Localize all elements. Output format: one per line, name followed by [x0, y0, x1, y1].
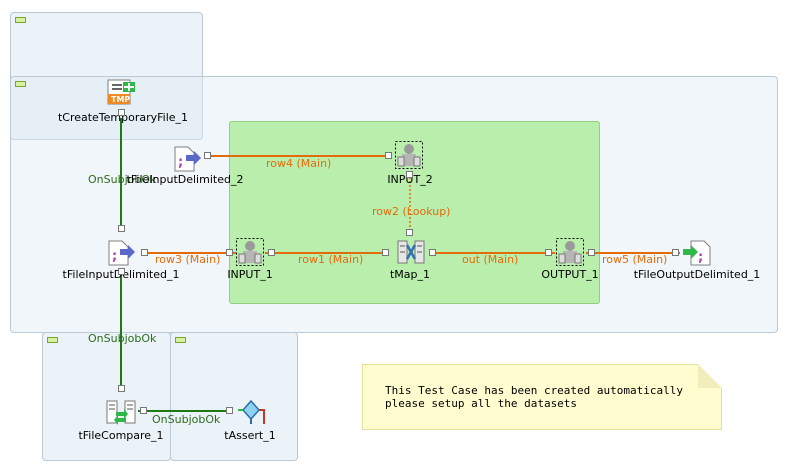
- test-output-icon: [556, 238, 584, 266]
- svg-text:;: ;: [178, 155, 183, 170]
- subjob-collapse-toggle[interactable]: [15, 17, 26, 23]
- row3-label[interactable]: row3 (Main): [155, 253, 221, 266]
- port-output-1-out[interactable]: [588, 249, 595, 256]
- label-create-temp-file[interactable]: tCreateTemporaryFile_1: [57, 111, 189, 124]
- row4-label[interactable]: row4 (Main): [266, 157, 332, 170]
- component-file-input-delimited-2[interactable]: ;: [172, 146, 202, 172]
- label-input-1[interactable]: INPUT_1: [227, 268, 273, 281]
- port-compare-in[interactable]: [118, 385, 125, 392]
- file-input-icon: ;: [174, 146, 201, 172]
- subjob-assert[interactable]: [170, 332, 298, 461]
- label-output-1[interactable]: OUTPUT_1: [541, 268, 599, 281]
- port-tmap-out[interactable]: [429, 249, 436, 256]
- port-output-delim-in[interactable]: [672, 249, 679, 256]
- label-tmap-1[interactable]: tMap_1: [389, 268, 431, 281]
- file-input-icon: ;: [108, 240, 135, 266]
- port-input-delim-2-out[interactable]: [204, 152, 211, 159]
- assert-icon: [238, 399, 265, 424]
- port-assert-in[interactable]: [226, 407, 233, 414]
- label-input-2[interactable]: INPUT_2: [387, 173, 433, 186]
- svg-text:;: ;: [698, 250, 703, 265]
- onsubjobok-label-1[interactable]: OnSubjobOk: [88, 173, 157, 186]
- port-tmap-in[interactable]: [382, 249, 389, 256]
- note-text: This Test Case has been created automati…: [385, 384, 683, 410]
- row5-label[interactable]: row5 (Main): [602, 253, 668, 266]
- subjob-collapse-toggle[interactable]: [175, 337, 186, 343]
- component-create-temp-file[interactable]: TMP: [106, 79, 138, 107]
- onsubjobok-label-2[interactable]: OnSubjobOk: [88, 332, 157, 345]
- row2-label[interactable]: row2 (Lookup): [372, 205, 451, 218]
- component-input-2[interactable]: [395, 141, 423, 169]
- component-output-1[interactable]: [556, 238, 584, 266]
- port-input-delim-1-in[interactable]: [118, 225, 125, 232]
- port-input-delim-1-trigger[interactable]: [118, 268, 125, 275]
- component-file-input-delimited-1[interactable]: ;: [106, 240, 136, 266]
- component-tmap-1[interactable]: [396, 239, 426, 265]
- tmp-badge-text: TMP: [111, 95, 130, 104]
- component-assert-1[interactable]: [236, 399, 266, 425]
- port-create-temp-out[interactable]: [118, 109, 125, 116]
- file-output-icon: ;: [683, 240, 711, 266]
- note-fold-corner: [698, 364, 722, 388]
- label-assert-1[interactable]: tAssert_1: [224, 429, 276, 442]
- component-file-output-delimited-1[interactable]: ;: [683, 240, 713, 266]
- create-temp-file-icon: TMP: [107, 79, 135, 105]
- label-file-output-delimited-1[interactable]: tFileOutputDelimited_1: [633, 268, 761, 281]
- file-compare-icon: [106, 400, 136, 425]
- test-input-icon: [236, 238, 264, 266]
- port-output-1-in[interactable]: [545, 249, 552, 256]
- port-compare-out[interactable]: [140, 407, 147, 414]
- component-input-1[interactable]: [236, 238, 264, 266]
- port-input-1-in[interactable]: [226, 249, 233, 256]
- note-line-1: This Test Case has been created automati…: [385, 384, 684, 397]
- subjob-file-compare[interactable]: [42, 332, 171, 461]
- port-input-delim-1-out[interactable]: [141, 249, 148, 256]
- port-tmap-lookup-in[interactable]: [406, 229, 413, 236]
- port-input-2-out[interactable]: [406, 171, 413, 178]
- svg-text:;: ;: [112, 249, 117, 264]
- onsubjobok-label-3[interactable]: OnSubjobOk: [152, 413, 221, 426]
- row1-label[interactable]: row1 (Main): [298, 253, 364, 266]
- label-file-input-delimited-2[interactable]: tFileInputDelimited_2: [126, 173, 244, 186]
- tmap-icon: [397, 240, 425, 264]
- test-case-note[interactable]: This Test Case has been created automati…: [362, 364, 722, 430]
- tmap-highlight-zone: [229, 121, 600, 304]
- out-label[interactable]: out (Main): [462, 253, 519, 266]
- port-input-2-in[interactable]: [385, 152, 392, 159]
- note-line-2: please setup all the datasets: [385, 397, 578, 410]
- subjob-collapse-toggle[interactable]: [47, 337, 58, 343]
- subjob-collapse-toggle[interactable]: [15, 81, 26, 87]
- test-input-icon: [395, 141, 423, 169]
- label-file-compare-1[interactable]: tFileCompare_1: [78, 429, 164, 442]
- component-file-compare-1[interactable]: [106, 399, 136, 425]
- port-input-1-out[interactable]: [268, 249, 275, 256]
